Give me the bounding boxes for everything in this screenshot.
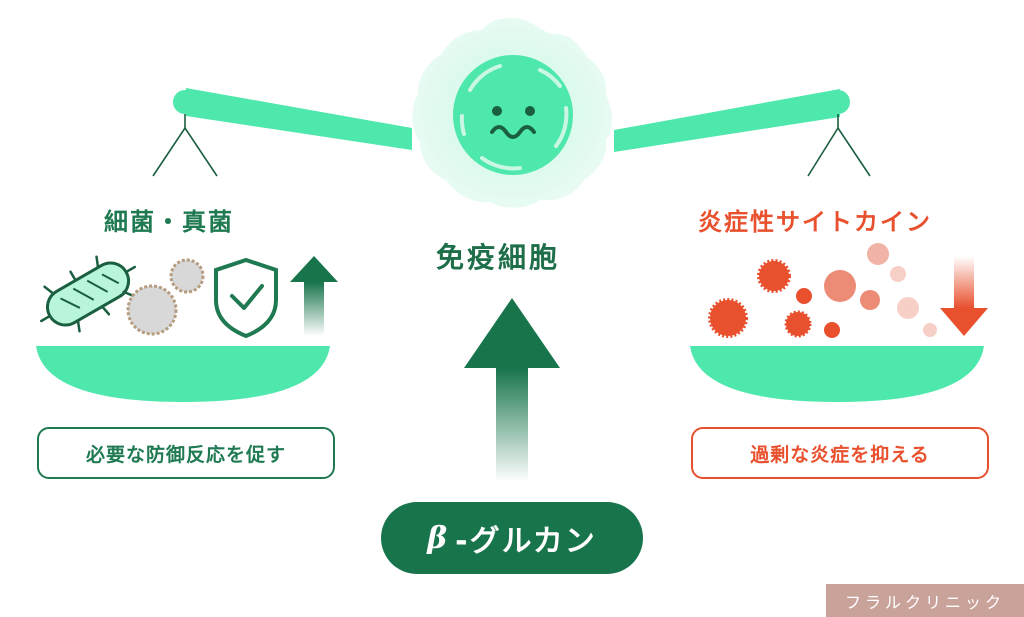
left-hanger (152, 114, 218, 177)
right-pivot-icon (826, 90, 850, 114)
shield-check-icon (214, 257, 278, 339)
cytokine-particle-icon (708, 259, 840, 338)
center-title: 免疫細胞 (436, 241, 561, 274)
fungus-spore-icon (126, 284, 178, 336)
up-arrow-icon (290, 256, 338, 336)
watermark: フラルクリニック (826, 584, 1024, 617)
left-effect-label: 必要な防御反応を促す (37, 427, 335, 479)
right-effect-label: 過剰な炎症を抑える (691, 427, 989, 479)
beta-glucan-label: β-グルカン (381, 502, 643, 574)
bacteria-icon (39, 255, 137, 333)
beta-symbol: β (427, 520, 450, 556)
fungus-spore-icon-small (169, 258, 205, 294)
cytokine-particle-icon-light (824, 243, 937, 337)
left-pan (36, 346, 330, 402)
center-up-arrow-icon (464, 298, 560, 482)
right-pan (690, 346, 984, 402)
balance-beam (173, 88, 850, 152)
immune-cell-face-icon (412, 18, 612, 208)
right-hanger (807, 114, 871, 177)
left-pivot-icon (173, 90, 197, 114)
right-title: 炎症性サイトカイン (698, 208, 932, 236)
left-title: 細菌・真菌 (104, 208, 234, 236)
down-arrow-icon (940, 256, 988, 336)
beta-glucan-text: -グルカン (455, 524, 597, 559)
